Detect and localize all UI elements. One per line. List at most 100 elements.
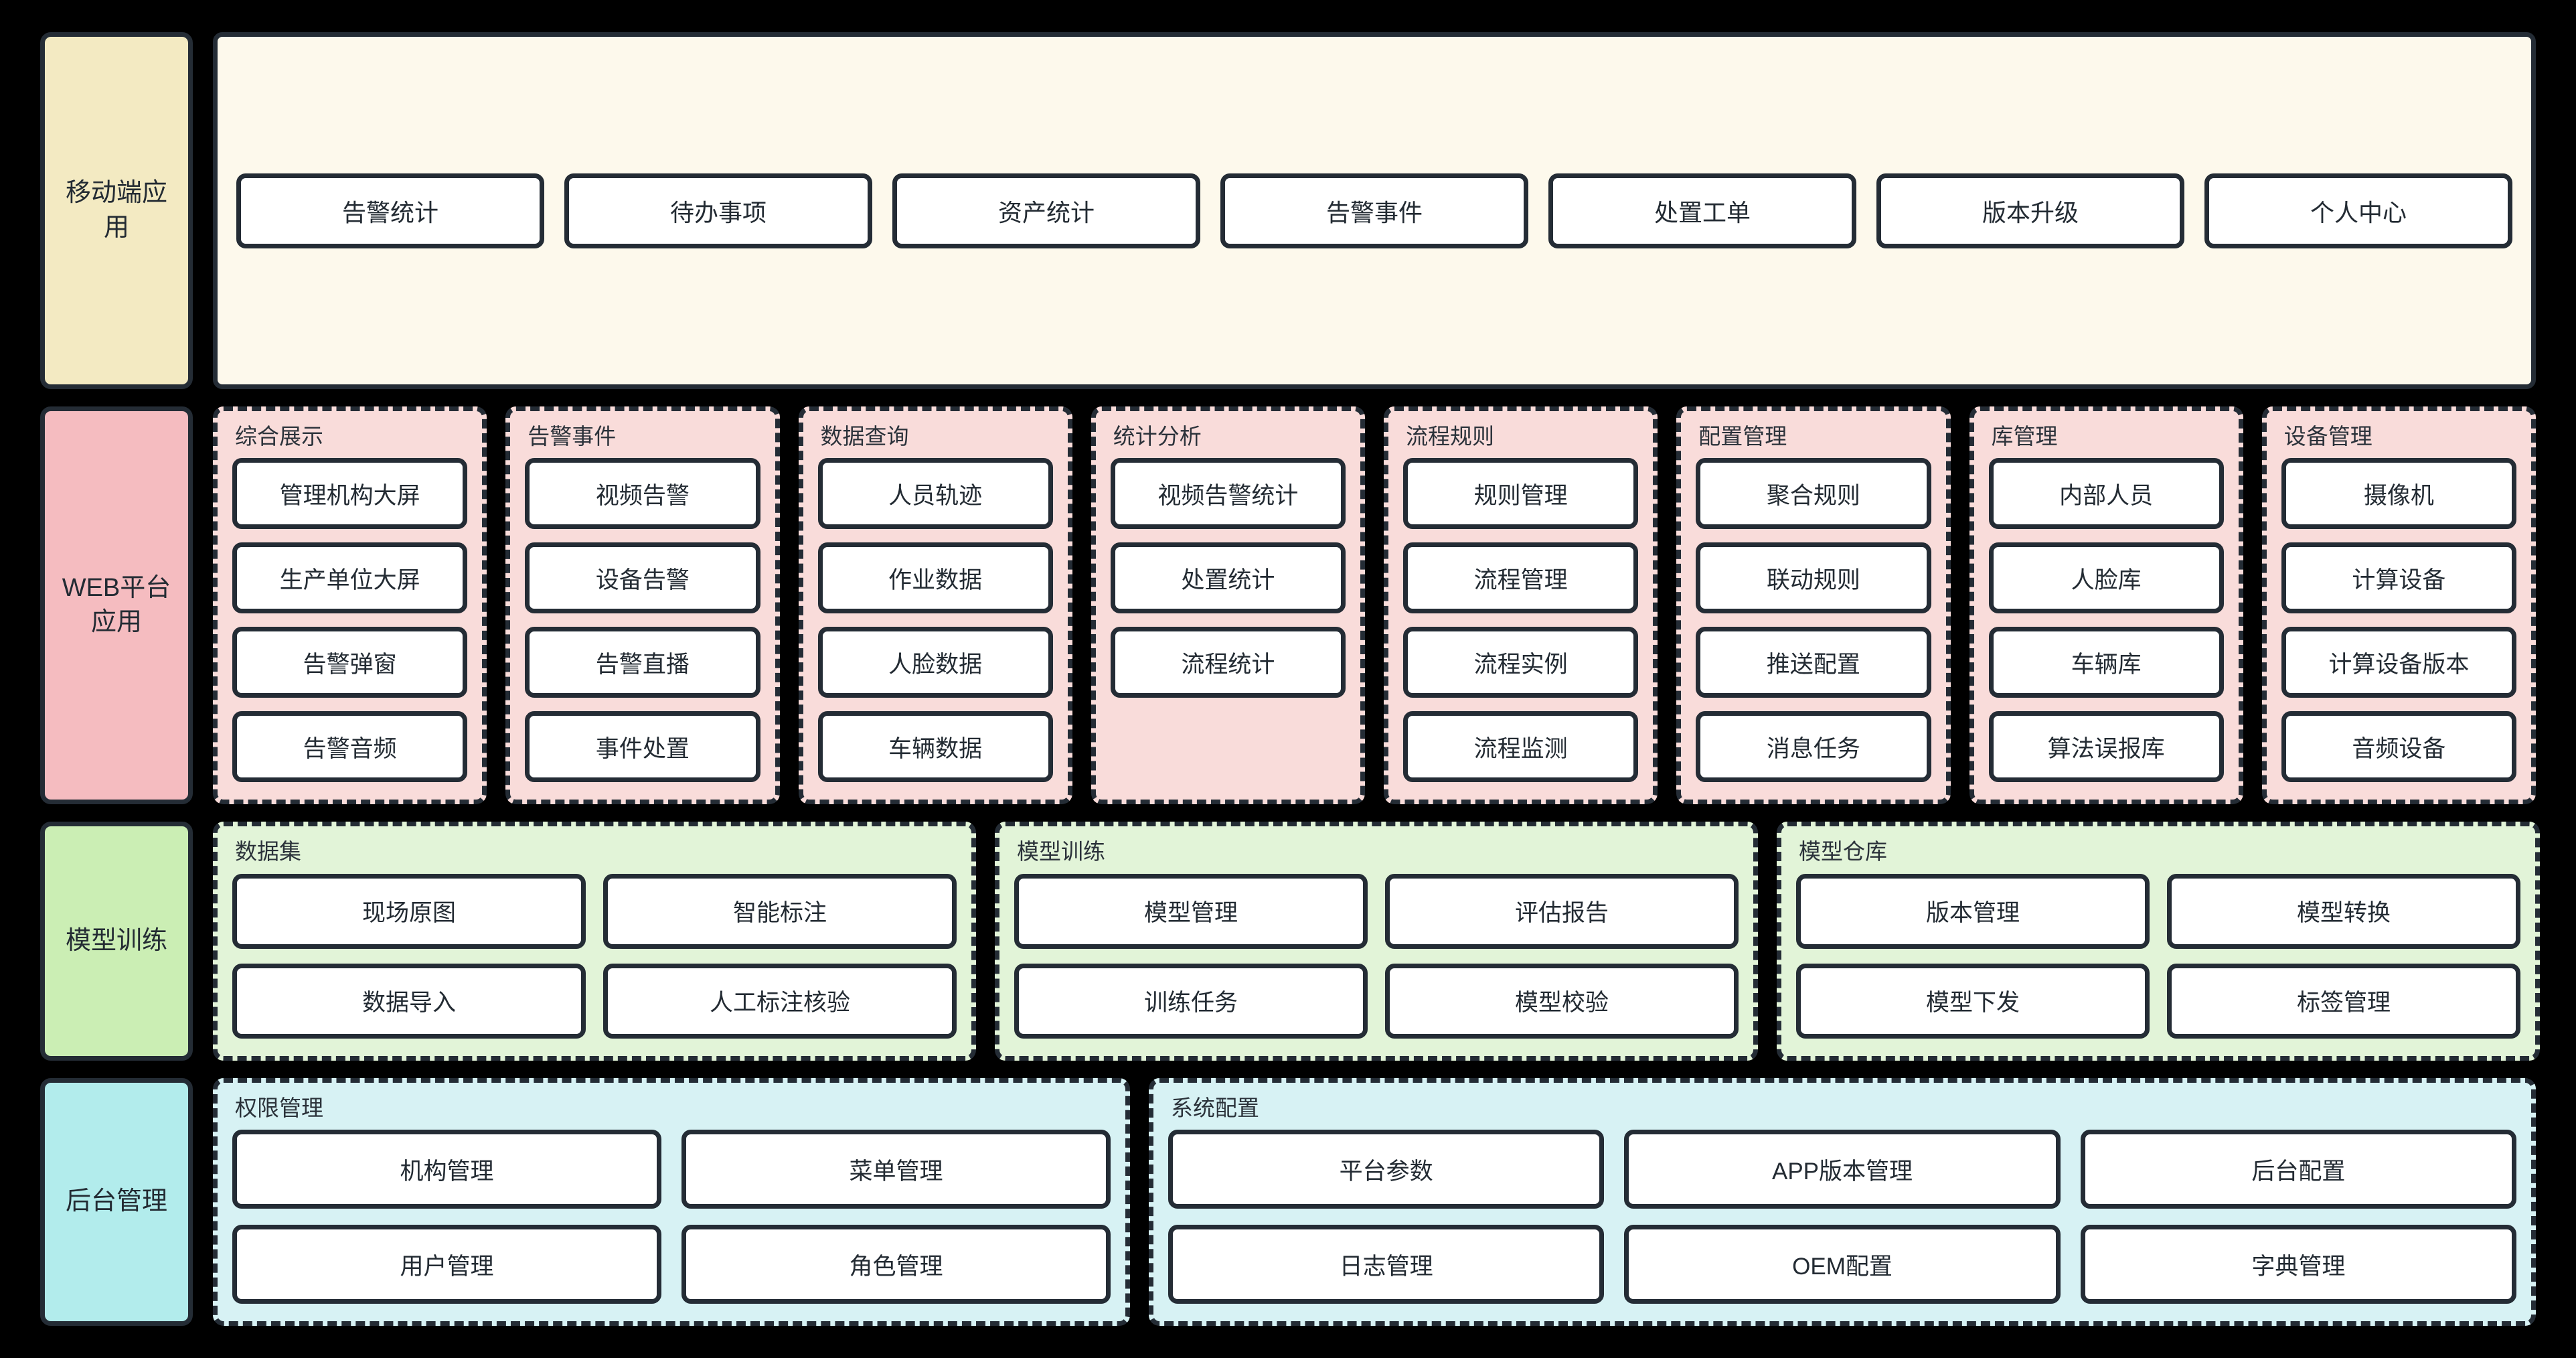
tile-list: 模型管理 评估报告 训练任务 模型校验 — [1014, 873, 1739, 1039]
group-system-configuration: 系统配置 平台参数 APP版本管理 后台配置 日志管理 OEM配置 字典管理 — [1149, 1077, 2536, 1326]
tile-alarm-live[interactable]: 告警直播 — [525, 627, 760, 698]
tile-push-configuration[interactable]: 推送配置 — [1696, 627, 1931, 698]
band-label-mobile: 移动端应用 — [40, 32, 193, 390]
tile-rule-management[interactable]: 规则管理 — [1403, 458, 1639, 530]
tile-list: 机构管理 菜单管理 用户管理 角色管理 — [232, 1130, 1111, 1304]
group-title: 系统配置 — [1171, 1095, 1259, 1120]
model-group-row: 数据集 现场原图 智能标注 数据导入 人工标注核验 模型训练 模型管理 评估报告… — [213, 822, 2540, 1061]
band-admin: 后台管理 权限管理 机构管理 菜单管理 用户管理 角色管理 系统配置 平台参数 … — [40, 1077, 2536, 1326]
tile-model-distribution[interactable]: 模型下发 — [1796, 963, 2150, 1039]
mobile-module-asset-statistics[interactable]: 资产统计 — [892, 173, 1200, 248]
tile-log-management[interactable]: 日志管理 — [1168, 1225, 1605, 1304]
group-title: 模型仓库 — [1799, 839, 1887, 864]
group-dataset: 数据集 现场原图 智能标注 数据导入 人工标注核验 — [213, 822, 976, 1061]
tile-list: 人员轨迹 作业数据 人脸数据 车辆数据 — [817, 458, 1053, 783]
tile-process-instance[interactable]: 流程实例 — [1403, 627, 1639, 698]
tile-list: 视频告警统计 处置统计 流程统计 — [1110, 458, 1346, 698]
tile-video-alarm[interactable]: 视频告警 — [525, 458, 760, 530]
group-title: 综合展示 — [235, 424, 323, 449]
tile-app-version-management[interactable]: APP版本管理 — [1624, 1130, 2061, 1209]
tile-backend-configuration[interactable]: 后台配置 — [2080, 1130, 2516, 1209]
tile-computing-device-version[interactable]: 计算设备版本 — [2281, 627, 2516, 698]
tile-dictionary-management[interactable]: 字典管理 — [2080, 1225, 2516, 1304]
group-title: 模型训练 — [1017, 839, 1105, 864]
tile-operation-data[interactable]: 作业数据 — [817, 542, 1053, 614]
band-label-model-training: 模型训练 — [40, 822, 193, 1061]
tile-event-handling[interactable]: 事件处置 — [525, 711, 760, 783]
group-title: 权限管理 — [235, 1095, 323, 1120]
mobile-module-todo[interactable]: 待办事项 — [564, 173, 872, 248]
tile-face-library[interactable]: 人脸库 — [1988, 542, 2224, 614]
mobile-module-work-order[interactable]: 处置工单 — [1548, 173, 1856, 248]
tile-oem-configuration[interactable]: OEM配置 — [1624, 1225, 2061, 1304]
tile-alarm-audio[interactable]: 告警音频 — [232, 711, 468, 783]
tile-process-management[interactable]: 流程管理 — [1403, 542, 1639, 614]
tile-vehicle-library[interactable]: 车辆库 — [1988, 627, 2224, 698]
band-model-training: 模型训练 数据集 现场原图 智能标注 数据导入 人工标注核验 模型训练 模型管理… — [40, 822, 2540, 1061]
tile-alarm-popup[interactable]: 告警弹窗 — [232, 627, 468, 698]
tile-algorithm-false-alarm-library[interactable]: 算法误报库 — [1988, 711, 2224, 783]
tile-process-monitoring[interactable]: 流程监测 — [1403, 711, 1639, 783]
group-model-repository: 模型仓库 版本管理 模型转换 模型下发 标签管理 — [1777, 822, 2540, 1061]
web-group-row: 综合展示 管理机构大屏 生产单位大屏 告警弹窗 告警音频 告警事件 视频告警 设… — [213, 406, 2536, 805]
mobile-module-alarm-events[interactable]: 告警事件 — [1220, 173, 1528, 248]
tile-computing-device[interactable]: 计算设备 — [2281, 542, 2516, 614]
group-configuration-management: 配置管理 聚合规则 联动规则 推送配置 消息任务 — [1676, 406, 1951, 805]
tile-manual-annotation-review[interactable]: 人工标注核验 — [603, 963, 957, 1039]
tile-list: 摄像机 计算设备 计算设备版本 音频设备 — [2281, 458, 2516, 783]
tile-smart-annotation[interactable]: 智能标注 — [603, 873, 957, 949]
tile-process-statistics[interactable]: 流程统计 — [1110, 627, 1346, 698]
tile-list: 平台参数 APP版本管理 后台配置 日志管理 OEM配置 字典管理 — [1168, 1130, 2516, 1304]
tile-menu-management[interactable]: 菜单管理 — [681, 1130, 1111, 1209]
mobile-module-personal-center[interactable]: 个人中心 — [2204, 173, 2512, 248]
group-title: 数据查询 — [820, 424, 909, 449]
tile-list: 现场原图 智能标注 数据导入 人工标注核验 — [232, 873, 957, 1039]
band-mobile: 移动端应用 告警统计 待办事项 资产统计 告警事件 处置工单 版本升级 个人中心 — [40, 32, 2536, 390]
group-title: 告警事件 — [528, 424, 617, 449]
tile-personnel-track[interactable]: 人员轨迹 — [817, 458, 1053, 530]
group-statistical-analysis: 统计分析 视频告警统计 处置统计 流程统计 — [1091, 406, 1365, 805]
tile-vehicle-data[interactable]: 车辆数据 — [817, 711, 1053, 783]
tile-production-unit-screen[interactable]: 生产单位大屏 — [232, 542, 468, 614]
tile-list: 聚合规则 联动规则 推送配置 消息任务 — [1696, 458, 1931, 783]
group-device-management: 设备管理 摄像机 计算设备 计算设备版本 音频设备 — [2261, 406, 2536, 805]
tile-camera[interactable]: 摄像机 — [2281, 458, 2516, 530]
tile-site-original-image[interactable]: 现场原图 — [232, 873, 586, 949]
tile-handling-statistics[interactable]: 处置统计 — [1110, 542, 1346, 614]
tile-management-org-screen[interactable]: 管理机构大屏 — [232, 458, 468, 530]
tile-model-conversion[interactable]: 模型转换 — [2167, 873, 2520, 949]
tile-internal-personnel[interactable]: 内部人员 — [1988, 458, 2224, 530]
group-alarm-events: 告警事件 视频告警 设备告警 告警直播 事件处置 — [505, 406, 780, 805]
mobile-module-strip: 告警统计 待办事项 资产统计 告警事件 处置工单 版本升级 个人中心 — [213, 32, 2536, 390]
tile-face-data[interactable]: 人脸数据 — [817, 627, 1053, 698]
mobile-module-alarm-statistics[interactable]: 告警统计 — [236, 173, 544, 248]
tile-list: 规则管理 流程管理 流程实例 流程监测 — [1403, 458, 1639, 783]
tile-video-alarm-statistics[interactable]: 视频告警统计 — [1110, 458, 1346, 530]
tile-linkage-rule[interactable]: 联动规则 — [1696, 542, 1931, 614]
tile-training-task[interactable]: 训练任务 — [1014, 963, 1368, 1039]
group-process-rules: 流程规则 规则管理 流程管理 流程实例 流程监测 — [1384, 406, 1658, 805]
group-title: 流程规则 — [1406, 424, 1494, 449]
tile-message-task[interactable]: 消息任务 — [1696, 711, 1931, 783]
tile-label-management[interactable]: 标签管理 — [2167, 963, 2520, 1039]
tile-data-import[interactable]: 数据导入 — [232, 963, 586, 1039]
tile-model-management[interactable]: 模型管理 — [1014, 873, 1368, 949]
tile-list: 管理机构大屏 生产单位大屏 告警弹窗 告警音频 — [232, 458, 468, 783]
tile-user-management[interactable]: 用户管理 — [232, 1225, 661, 1304]
tile-role-management[interactable]: 角色管理 — [681, 1225, 1111, 1304]
mobile-module-version-upgrade[interactable]: 版本升级 — [1876, 173, 2184, 248]
tile-model-verification[interactable]: 模型校验 — [1385, 963, 1739, 1039]
group-permission-management: 权限管理 机构管理 菜单管理 用户管理 角色管理 — [213, 1077, 1130, 1326]
tile-platform-parameters[interactable]: 平台参数 — [1168, 1130, 1605, 1209]
band-label-web: WEB平台应用 — [40, 406, 193, 805]
tile-evaluation-report[interactable]: 评估报告 — [1385, 873, 1739, 949]
tile-list: 内部人员 人脸库 车辆库 算法误报库 — [1988, 458, 2224, 783]
tile-organization-management[interactable]: 机构管理 — [232, 1130, 661, 1209]
tile-audio-device[interactable]: 音频设备 — [2281, 711, 2516, 783]
band-label-admin: 后台管理 — [40, 1077, 193, 1326]
group-model-training: 模型训练 模型管理 评估报告 训练任务 模型校验 — [995, 822, 1758, 1061]
group-title: 设备管理 — [2283, 424, 2372, 449]
tile-version-management[interactable]: 版本管理 — [1796, 873, 2150, 949]
tile-device-alarm[interactable]: 设备告警 — [525, 542, 760, 614]
tile-aggregation-rule[interactable]: 聚合规则 — [1696, 458, 1931, 530]
